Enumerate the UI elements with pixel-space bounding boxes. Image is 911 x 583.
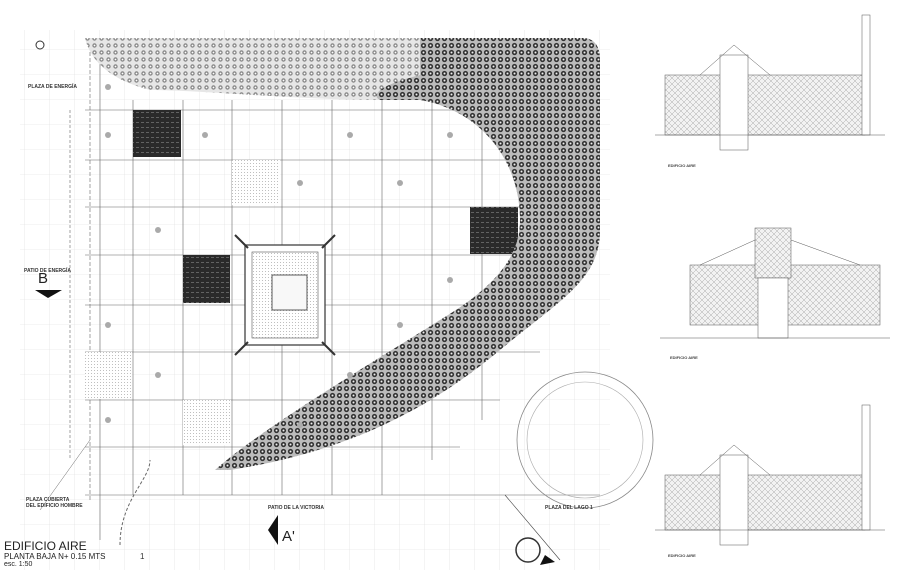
label-patio-energia: PATIO DE ENERGÍA bbox=[24, 268, 72, 274]
section-b-arrow bbox=[35, 290, 62, 298]
label-plaza-cubierta-line1: PLAZA CUBIERTA bbox=[26, 497, 70, 503]
paving-square-light bbox=[183, 400, 231, 445]
paving-square bbox=[470, 207, 518, 254]
axis-number: 1 bbox=[140, 552, 145, 561]
north-arrow-icon bbox=[515, 537, 541, 563]
central-core bbox=[234, 234, 336, 356]
section-a-arrow bbox=[268, 515, 278, 545]
vegetation-band-light bbox=[85, 38, 420, 100]
label-patio-victoria: PATIO DE LA VICTORIA bbox=[268, 505, 324, 511]
vegetation-band-dark bbox=[215, 38, 600, 470]
drawing-subtitle: PLANTA BAJA N+ 0.15 MTS bbox=[4, 552, 106, 561]
label-plaza-energia: PLAZA DE ENERGÍA bbox=[28, 84, 77, 90]
elevation-3 bbox=[655, 404, 885, 546]
paving-square bbox=[183, 255, 230, 303]
paving-square-light bbox=[232, 160, 280, 205]
elevation-2-caption: EDIFICIO AIRE bbox=[670, 355, 698, 360]
drawing-title: EDIFICIO AIRE bbox=[4, 539, 87, 553]
drawing-title-block: EDIFICIO AIRE PLANTA BAJA N+ 0.15 MTS es… bbox=[4, 540, 105, 569]
elevation-2 bbox=[660, 227, 890, 339]
section-a-label: A' bbox=[282, 528, 295, 545]
section-b-label: B bbox=[38, 270, 49, 287]
circular-plaza bbox=[516, 371, 654, 509]
elevation-1 bbox=[655, 14, 885, 151]
paving-square bbox=[133, 110, 181, 157]
north-arrow-pointer bbox=[540, 555, 555, 565]
label-plaza-cubierta-line2: DEL EDIFICIO HOMBRE bbox=[26, 503, 83, 509]
section-line bbox=[504, 494, 561, 561]
north-indicator-icon bbox=[35, 40, 45, 50]
column-markers bbox=[105, 84, 453, 428]
plan-grid bbox=[69, 40, 600, 540]
section-line bbox=[39, 439, 91, 511]
elevation-1-caption: EDIFICIO AIRE bbox=[668, 163, 696, 168]
circular-plaza-inner bbox=[526, 381, 644, 499]
elevation-3-caption: EDIFICIO AIRE bbox=[668, 553, 696, 558]
label-plaza-lago: PLAZA DEL LAGO 1 bbox=[545, 505, 593, 511]
drawing-scale: esc. 1:50 bbox=[4, 561, 33, 568]
paving-square-light bbox=[85, 352, 132, 399]
